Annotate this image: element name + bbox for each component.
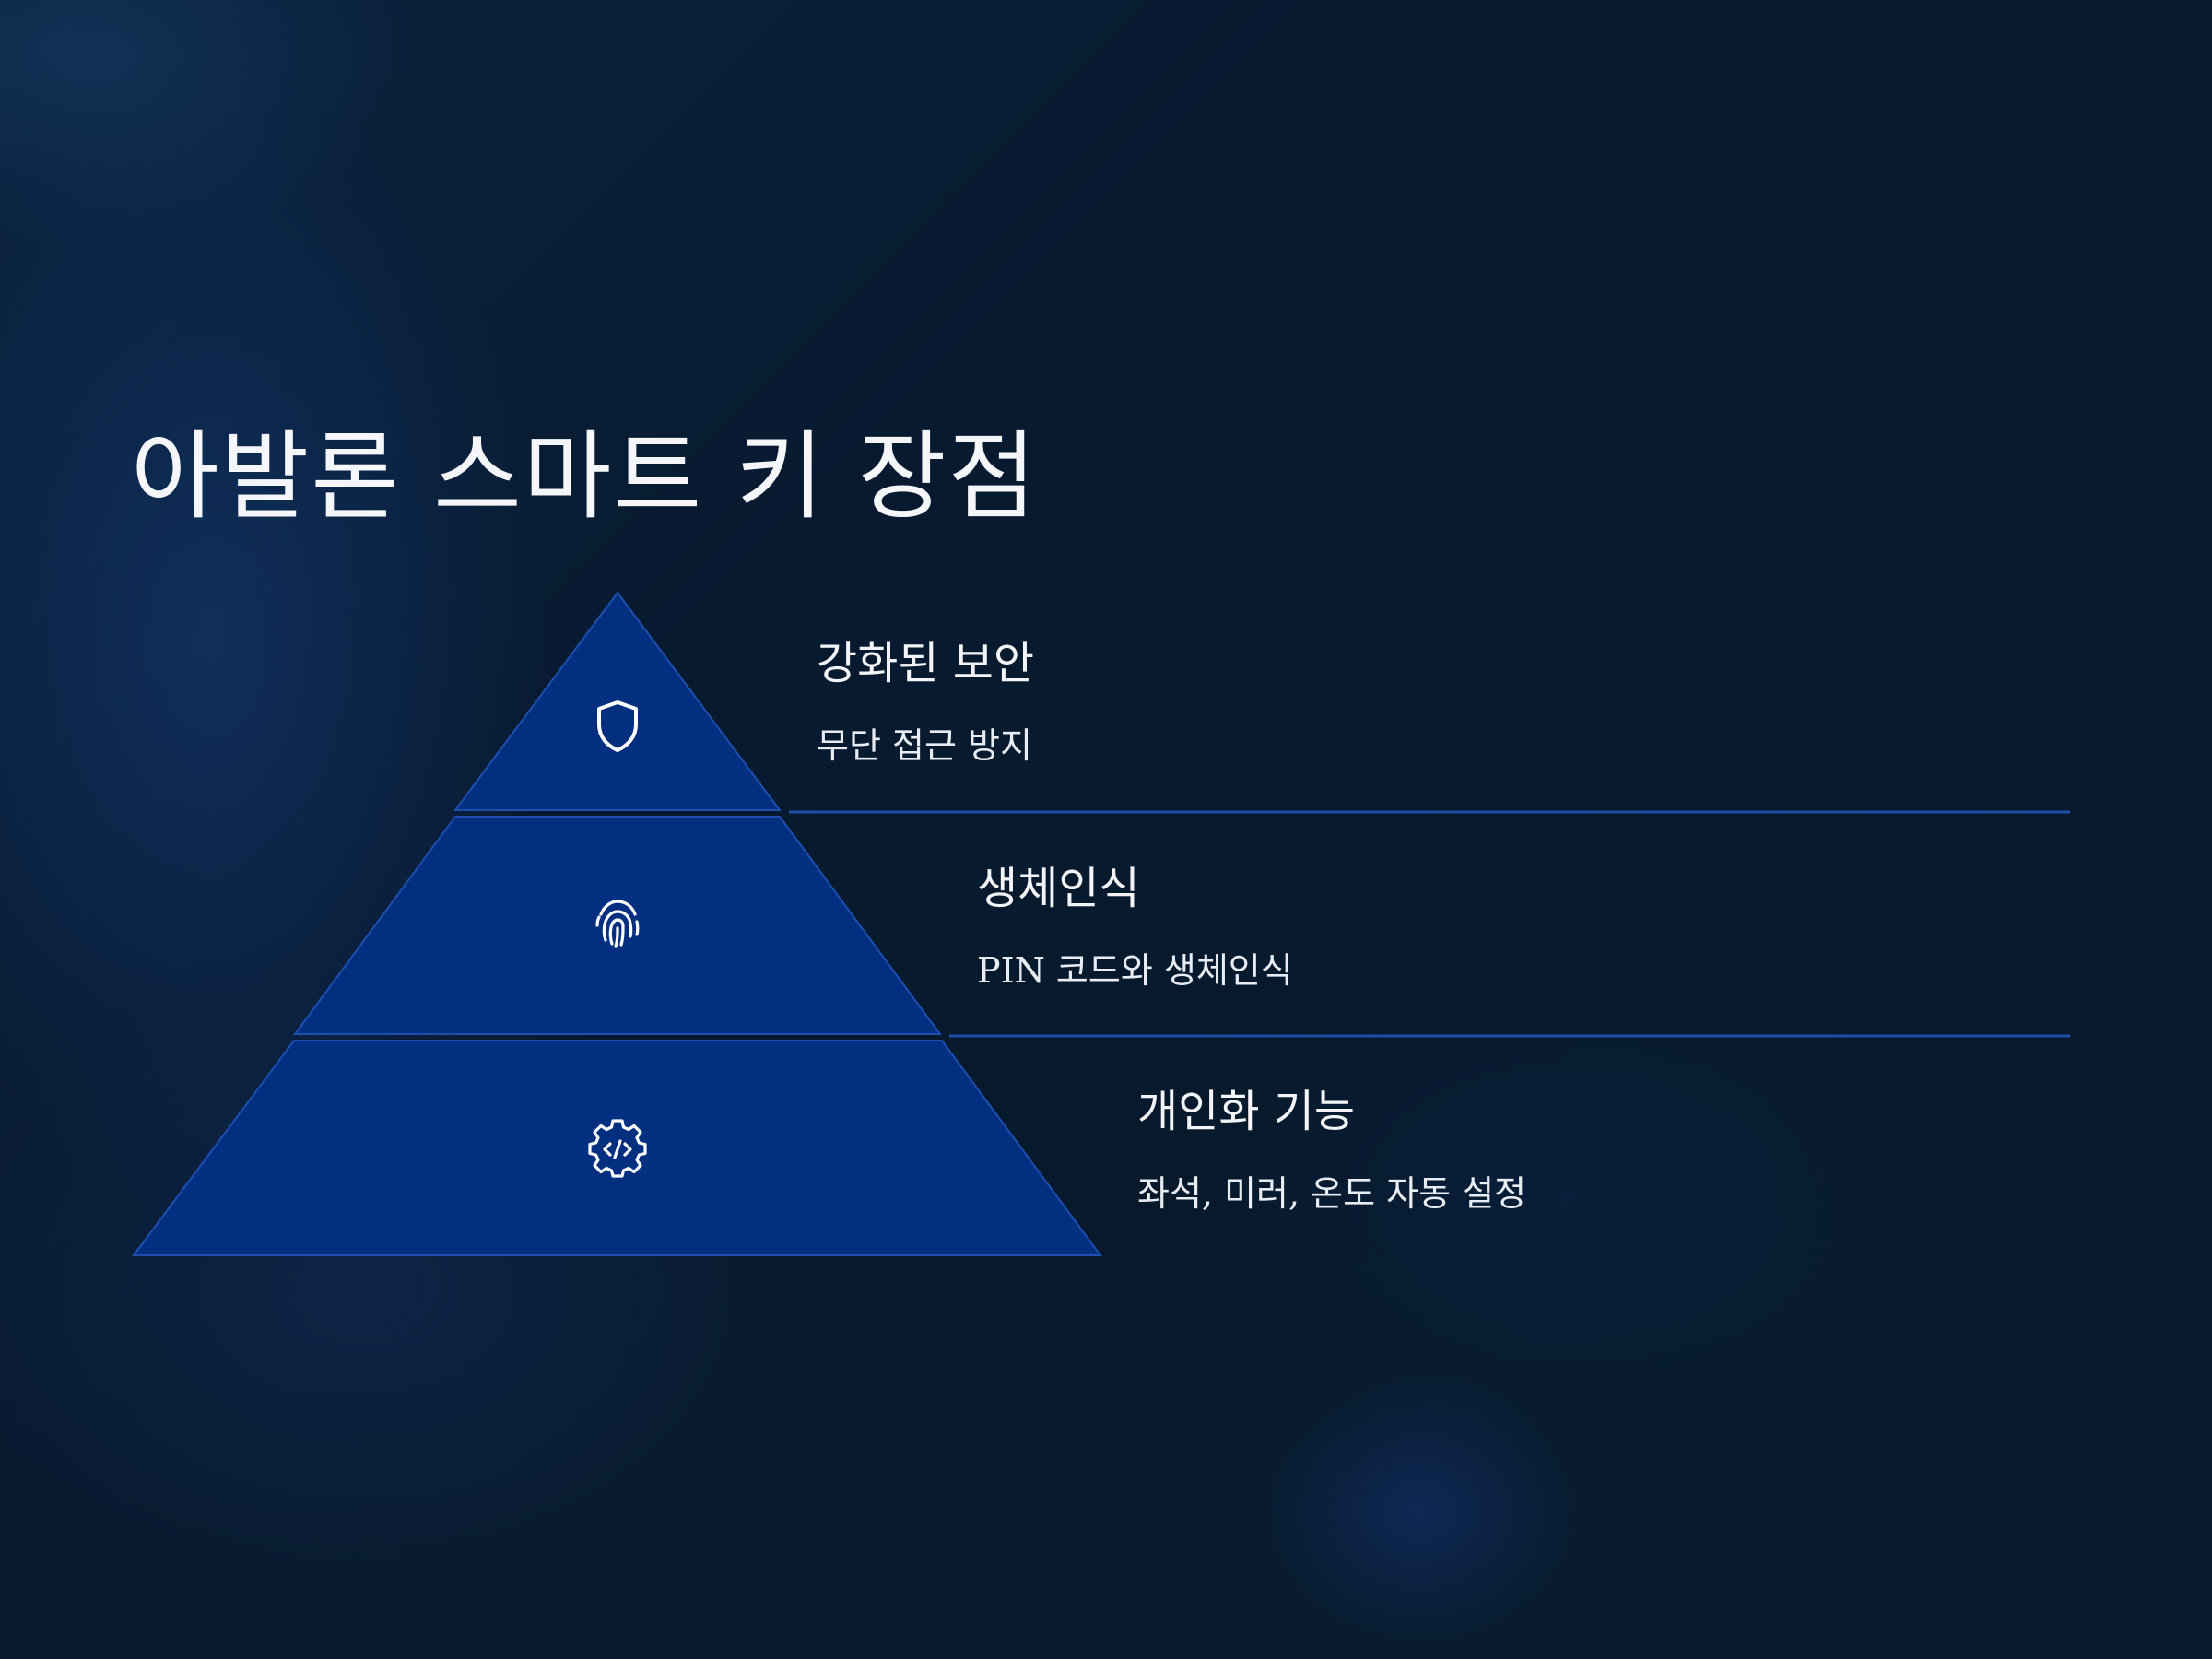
slide-title: 아발론 스마트 키 장점 (131, 420, 1039, 533)
tier-3-description: 좌석, 미러, 온도 자동 설정 (1137, 1173, 1527, 1214)
tier-1-title: 강화된 보안 (817, 638, 1035, 689)
tier-1-description: 무단 접근 방지 (817, 725, 1032, 766)
tier-2-title: 생체인식 (977, 863, 1140, 914)
tier-2-description: PIN 코드와 생체인식 (977, 950, 1293, 991)
tier-3-title: 개인화 기능 (1137, 1086, 1356, 1137)
shield-icon (588, 697, 647, 756)
fingerprint-icon (588, 894, 647, 953)
pyramid-tier-middle (293, 816, 942, 1035)
code-gear-icon (588, 1119, 647, 1178)
